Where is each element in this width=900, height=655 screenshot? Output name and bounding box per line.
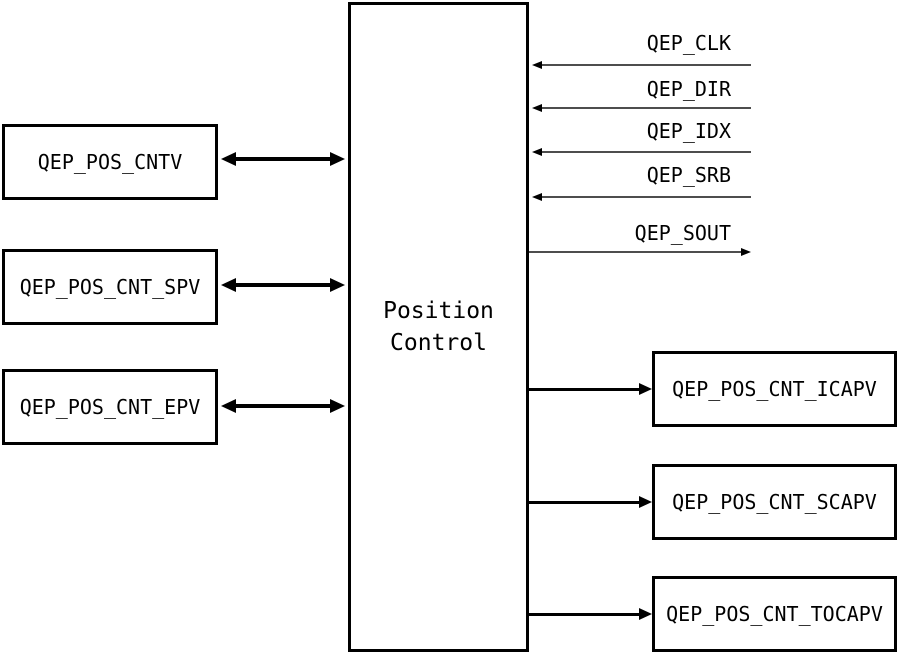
signal-label-qep-srb: QEP_SRB: [646, 163, 731, 187]
signal-label-qep-clk: QEP_CLK: [646, 31, 731, 55]
arrowhead-right-icon: [330, 152, 345, 166]
block-label: QEP_POS_CNT_SPV: [19, 275, 201, 299]
signal-label-qep-sout: QEP_SOUT: [634, 221, 731, 245]
arrowhead-left-icon: [221, 278, 236, 292]
block-qep-pos-cnt-epv: QEP_POS_CNT_EPV: [2, 369, 218, 445]
input-arrow-qep-idx: [532, 148, 751, 156]
arrowhead-left-icon: [221, 399, 236, 413]
arrow-shaft: [529, 500, 639, 504]
arrowhead-left-icon: [221, 152, 236, 166]
signal-label-qep-dir: QEP_DIR: [646, 77, 731, 101]
bidirectional-arrow-cntv: [221, 152, 345, 166]
arrow-shaft: [236, 157, 330, 161]
arrow-shaft: [542, 64, 751, 66]
block-qep-pos-cnt-spv: QEP_POS_CNT_SPV: [2, 249, 218, 325]
block-label: QEP_POS_CNT_ICAPV: [672, 377, 877, 401]
arrowhead-left-icon: [532, 61, 542, 69]
arrowhead-right-icon: [639, 608, 652, 620]
output-arrow-icapv: [529, 383, 652, 395]
arrowhead-right-icon: [639, 383, 652, 395]
arrow-shaft: [236, 283, 330, 287]
block-qep-pos-cnt-tocapv: QEP_POS_CNT_TOCAPV: [652, 576, 897, 652]
arrow-shaft: [542, 151, 751, 153]
arrow-shaft: [529, 612, 639, 616]
signal-label-qep-idx: QEP_IDX: [646, 119, 731, 143]
bidirectional-arrow-cnt-epv: [221, 399, 345, 413]
arrowhead-right-icon: [330, 399, 345, 413]
arrowhead-left-icon: [532, 148, 542, 156]
arrow-shaft: [236, 404, 330, 408]
arrow-shaft: [529, 387, 639, 391]
input-arrow-qep-clk: [532, 61, 751, 69]
block-label: QEP_POS_CNT_EPV: [19, 395, 201, 419]
arrowhead-right-icon: [330, 278, 345, 292]
block-qep-pos-cntv: QEP_POS_CNTV: [2, 124, 218, 200]
block-qep-pos-cnt-scapv: QEP_POS_CNT_SCAPV: [652, 464, 897, 540]
arrow-shaft: [542, 107, 751, 109]
output-arrow-scapv: [529, 496, 652, 508]
arrowhead-right-icon: [741, 248, 751, 256]
arrowhead-left-icon: [532, 104, 542, 112]
arrow-shaft: [529, 251, 741, 253]
position-control-block: Position Control: [348, 2, 529, 652]
output-arrow-tocapv: [529, 608, 652, 620]
arrowhead-right-icon: [639, 496, 652, 508]
output-arrow-qep-sout: [529, 248, 751, 256]
position-control-label: Position Control: [383, 298, 494, 356]
arrow-shaft: [542, 196, 751, 198]
input-arrow-qep-dir: [532, 104, 751, 112]
input-arrow-qep-srb: [532, 193, 751, 201]
block-qep-pos-cnt-icapv: QEP_POS_CNT_ICAPV: [652, 351, 897, 427]
arrowhead-left-icon: [532, 193, 542, 201]
block-label: QEP_POS_CNTV: [37, 150, 183, 174]
bidirectional-arrow-cnt-spv: [221, 278, 345, 292]
block-label: QEP_POS_CNT_SCAPV: [672, 490, 877, 514]
block-label: QEP_POS_CNT_TOCAPV: [666, 602, 883, 626]
